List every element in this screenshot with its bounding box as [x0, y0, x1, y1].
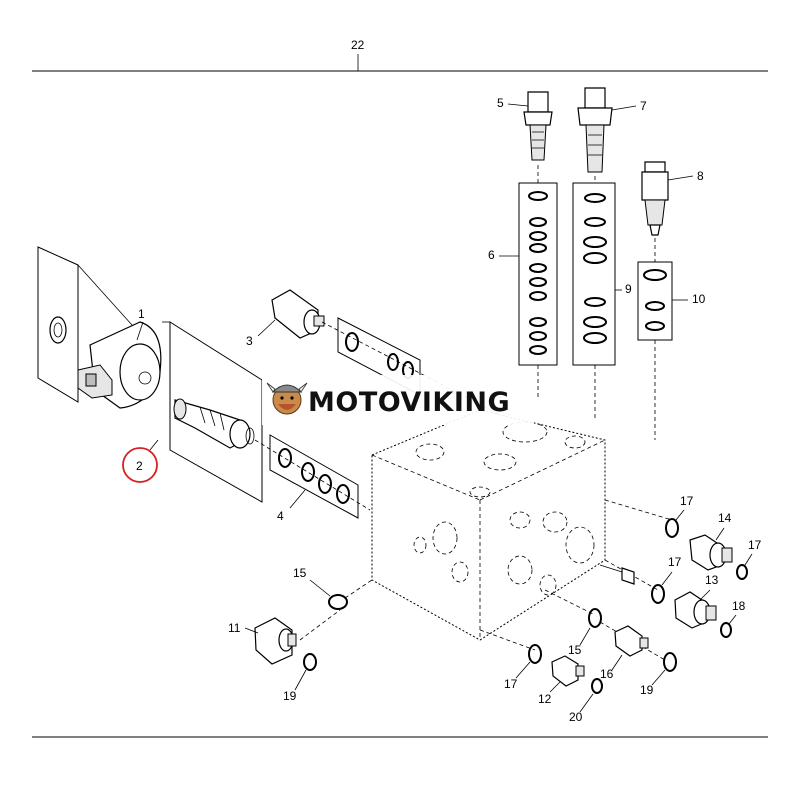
callout-5: 5 — [497, 96, 504, 110]
callout-16: 16 — [600, 667, 614, 681]
callout-19b: 20 — [569, 710, 583, 724]
manifold-block — [371, 409, 606, 641]
callout-12: 12 — [538, 692, 552, 706]
callout-21: 18 — [732, 599, 746, 613]
callout-9: 9 — [625, 282, 632, 296]
watermark-brand: MOTOVIKING — [308, 387, 510, 418]
cartridge-frame — [169, 321, 263, 503]
watermark-backdrop — [262, 375, 534, 425]
callout-6: 6 — [488, 248, 495, 262]
callout-7: 7 — [640, 99, 647, 113]
cartridge-5: 5 — [497, 91, 553, 183]
fittings-bottom: 15 16 19 17 12 20 — [479, 589, 677, 724]
nut — [49, 316, 67, 344]
fittings-left: 15 11 19 — [228, 566, 373, 703]
coil-frame-left — [37, 246, 79, 403]
cartridge-7: 7 — [577, 87, 647, 183]
callout-4: 4 — [277, 509, 284, 523]
callout-19a: 19 — [283, 689, 297, 703]
callout-1: 1 — [138, 307, 145, 321]
fittings-right: 17 14 17 17 13 18 — [599, 494, 762, 638]
solenoid-group: 1 2 — [37, 246, 371, 511]
highlight-circle — [122, 447, 158, 483]
callout-2: 2 — [136, 459, 143, 473]
watermark: MOTOVIKING — [262, 375, 534, 425]
callout-15a: 15 — [293, 566, 307, 580]
callout-15b: 15 — [568, 643, 582, 657]
kit-6: 6 — [488, 182, 558, 400]
kit-10: 10 — [637, 261, 706, 440]
callout-17c: 17 — [504, 677, 518, 691]
callout-17b: 17 — [668, 555, 682, 569]
callout-20: 17 — [748, 538, 762, 552]
oring-kit-4: 4 — [269, 434, 359, 523]
callout-3: 3 — [246, 334, 253, 348]
callout-18: 19 — [640, 683, 654, 697]
viking-mascot-icon — [266, 382, 308, 415]
kit-9: 9 — [572, 182, 632, 420]
cartridge-8: 8 — [641, 161, 704, 262]
callout-11: 11 — [228, 621, 241, 635]
callout-8: 8 — [697, 169, 704, 183]
callout-14: 14 — [718, 511, 732, 525]
callout-13: 13 — [705, 573, 719, 587]
callout-10: 10 — [692, 292, 706, 306]
callout-17a: 17 — [680, 494, 694, 508]
callout-22: 22 — [351, 38, 365, 52]
